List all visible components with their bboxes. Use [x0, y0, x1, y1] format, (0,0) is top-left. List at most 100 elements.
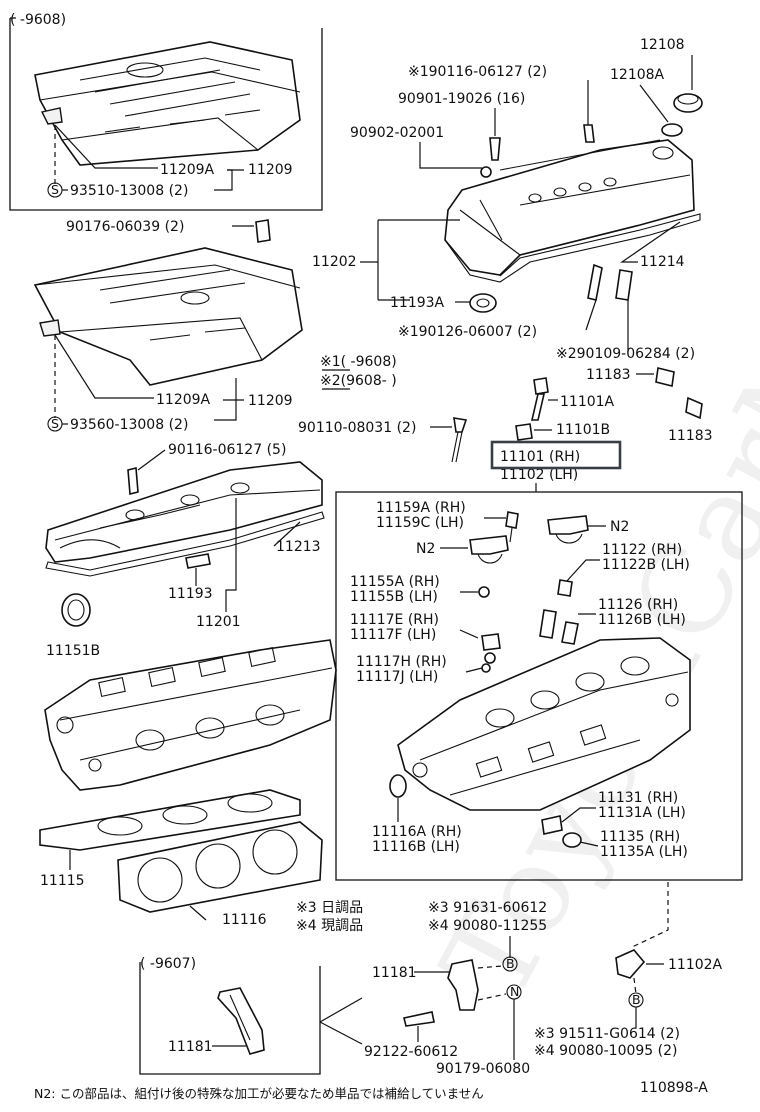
label-11116B: 11116B (LH) — [372, 839, 460, 855]
valve-cover-lh — [45, 461, 323, 563]
label-11193: 11193 — [168, 586, 213, 602]
watermark: ToyotaCarMart — [416, 141, 760, 1022]
head-assy-box — [335, 491, 743, 881]
svg-text:B: B — [506, 956, 515, 971]
bracket-11181 — [447, 959, 479, 1011]
label-11155B: 11155B (LH) — [350, 589, 438, 605]
leader-11209a-1 — [54, 124, 158, 169]
label-11151B: 11151B — [46, 643, 100, 659]
label-190126: ※190126-06007 (2) — [398, 324, 537, 340]
legend-range-2: ※2(9608- ) — [320, 373, 397, 389]
seal-11151B — [61, 593, 91, 627]
label-11131: 11131 (RH) — [598, 790, 678, 806]
label-11183-a: 11183 — [586, 367, 631, 383]
label-11131A: 11131A (LH) — [598, 805, 686, 821]
label-11102A: 11102A — [668, 957, 723, 973]
part-11102A — [615, 949, 646, 979]
label-11102LH: 11102 (LH) — [500, 467, 578, 483]
range-label-bottom: ( -9607) — [140, 956, 196, 972]
label-11126: 11126 (RH) — [598, 597, 678, 613]
label-12108: 12108 — [640, 37, 685, 53]
label-11209A-1: 11209A — [160, 162, 215, 178]
label-90080-a: ※4 90080-11255 — [428, 918, 547, 934]
svg-text:B: B — [632, 992, 641, 1007]
gasket-11115 — [39, 789, 301, 851]
label-11116A: 11116A (RH) — [372, 824, 462, 840]
label-11117H: 11117H (RH) — [356, 654, 447, 670]
oil-filler-cap — [661, 93, 703, 137]
label-N2-b: N2 — [416, 541, 435, 557]
label-90116-a: ※190116-06127 (2) — [408, 64, 547, 80]
label-11135: 11135 (RH) — [600, 829, 680, 845]
label-11122B: 11122B (LH) — [602, 557, 690, 573]
label-11181-b: 11181 — [168, 1039, 213, 1055]
label-93510: 93510-13008 (2) — [70, 183, 188, 199]
b-circle-1: B — [502, 956, 518, 972]
label-11202: 11202 — [312, 254, 357, 270]
legend-range-1: ※1( -9608) — [320, 354, 397, 370]
label-12108A: 12108A — [610, 67, 665, 83]
label-11117E: 11117E (RH) — [350, 612, 439, 628]
label-11209-1: 11209 — [248, 162, 293, 178]
label-90901: 90901-19026 (16) — [398, 91, 525, 107]
highlight-11101-rh — [490, 440, 622, 470]
label-11122: 11122 (RH) — [602, 542, 682, 558]
label-90902: 90902-02001 — [350, 125, 444, 141]
label-11183-b: 11183 — [668, 428, 713, 444]
label-11159C: 11159C (LH) — [376, 515, 464, 531]
svg-text:S: S — [51, 416, 59, 431]
label-11117F: 11117F (LH) — [350, 627, 436, 643]
label-11101B: 11101B — [556, 422, 610, 438]
label-11193A: 11193A — [390, 295, 445, 311]
label-11181-a: 11181 — [372, 965, 417, 981]
b-circle-2: B — [628, 992, 644, 1008]
n-circle: N — [506, 984, 522, 1000]
label-90110: 90110-08031 (2) — [298, 420, 416, 436]
label-11159A: 11159A (RH) — [376, 500, 466, 516]
label-11201: 11201 — [196, 614, 241, 630]
label-90080-b: ※4 90080-10095 (2) — [534, 1043, 678, 1059]
label-90116-b: 90116-06127 (5) — [168, 442, 286, 458]
s-circle-1: S — [47, 182, 63, 198]
label-90179: 90179-06080 — [436, 1061, 530, 1077]
bottom-box: ( -9607) — [139, 956, 321, 1075]
label-11214: 11214 — [640, 254, 685, 270]
label-290109: ※290109-06284 (2) — [556, 346, 695, 362]
top-box: ( -9608) — [9, 12, 323, 211]
gasket-11116 — [117, 821, 323, 913]
gasket-11213 — [45, 511, 325, 577]
engine-cover-bottom — [33, 247, 303, 386]
label-11213: 11213 — [276, 539, 321, 555]
label-93560: 93560-13008 (2) — [70, 417, 188, 433]
s-circle-2: S — [47, 416, 63, 432]
footnote: N2: この部品は、組付け後の特殊な加工が必要なため単品では補給していません — [34, 1086, 484, 1101]
label-N2-a: N2 — [610, 519, 629, 535]
label-11117J: 11117J (LH) — [356, 669, 438, 685]
label-92122: 92122-60612 — [364, 1044, 458, 1060]
svg-text:S: S — [51, 182, 59, 197]
label-11101A: 11101A — [560, 394, 615, 410]
gasket-11214 — [444, 213, 701, 283]
valve-cover-rh — [444, 139, 695, 276]
label-11115: 11115 — [40, 873, 85, 889]
label-11101RH: 11101 (RH) — [500, 449, 580, 465]
figure-number: 110898-A — [640, 1080, 708, 1096]
label-11116: 11116 — [222, 912, 267, 928]
range-label-top: ( -9608) — [10, 12, 66, 28]
svg-text:N: N — [510, 984, 519, 999]
label-11126B: 11126B (LH) — [598, 612, 686, 628]
label-91631: ※3 91631-60612 — [428, 900, 547, 916]
note-3: ※3 日調品 — [296, 900, 363, 916]
label-11135A: 11135A (LH) — [600, 844, 688, 860]
label-91511: ※3 91511-G0614 (2) — [534, 1026, 680, 1042]
seal-11116A — [389, 774, 407, 798]
cylinder-head-rh — [397, 637, 691, 811]
label-90176: 90176-06039 (2) — [66, 219, 184, 235]
engine-cover-top — [34, 41, 301, 166]
label-11209-2: 11209 — [248, 393, 293, 409]
cylinder-head-lh — [44, 639, 337, 791]
label-11155A: 11155A (RH) — [350, 574, 440, 590]
note-4: ※4 現調品 — [296, 918, 363, 934]
label-11209A-2: 11209A — [156, 392, 211, 408]
